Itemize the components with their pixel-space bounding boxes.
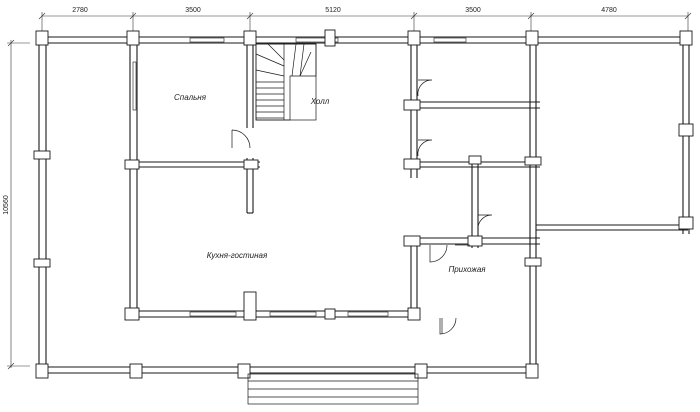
- dim-top-1: 2780: [72, 7, 88, 14]
- windows: [132, 29, 467, 320]
- room-label-hall: Холл: [310, 97, 330, 106]
- top-dimension-line: [38, 12, 692, 32]
- exterior-walls: [38, 33, 538, 378]
- doors: [231, 79, 493, 335]
- dim-top-5: 4780: [601, 7, 617, 14]
- interior-walls: [127, 33, 540, 320]
- room-label-bedroom: Спальня: [174, 93, 207, 102]
- porch-steps: [247, 373, 419, 405]
- room-label-entrance: Прихожая: [448, 265, 486, 274]
- room-label-kitchen-living: Кухня-гостиная: [207, 251, 268, 260]
- dim-left: 10560: [3, 195, 10, 215]
- dim-top-3: 5120: [325, 7, 341, 14]
- dim-top-2: 3500: [185, 7, 201, 14]
- veranda: [536, 33, 690, 234]
- staircase: [255, 43, 317, 121]
- dim-top-4: 3500: [465, 7, 481, 14]
- left-dimension-line: [7, 39, 30, 370]
